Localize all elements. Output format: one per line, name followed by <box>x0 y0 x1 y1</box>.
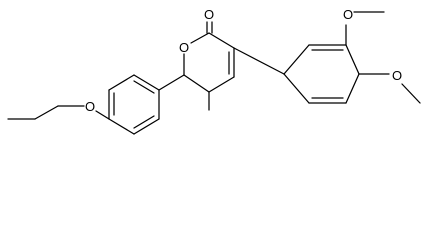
methoxy-oxygen-top-label: O <box>343 7 353 22</box>
bond-c3-aryl <box>233 47 285 75</box>
bond-c4-c4a <box>208 76 235 93</box>
bond-c8-c8a <box>108 74 135 91</box>
bond-o1-c2 <box>190 32 210 44</box>
pyranone-ring <box>158 32 235 93</box>
bond-ar3-ar4 <box>345 44 360 75</box>
carbonyl-oxygen-label: O <box>204 7 214 22</box>
methoxy-oxygen-bottom-label: O <box>392 68 402 83</box>
bond-c5-c6 <box>133 118 160 135</box>
bond-c8a-c4a <box>133 74 160 91</box>
bond-ar6-ar1 <box>283 73 310 104</box>
bond-c6-c7 <box>108 118 135 135</box>
ethoxy-oxygen-label: O <box>85 99 95 114</box>
molecule-structure-diagram: O O O O O <box>7 7 421 135</box>
ethoxy-group <box>7 105 110 120</box>
bond-ar4-ar5 <box>345 73 360 104</box>
carbonyl-group <box>206 21 213 34</box>
bond-c4a-junction <box>183 74 210 93</box>
structure-canvas: O O O O O <box>7 7 421 135</box>
bond-c5-c6-inner <box>133 115 155 129</box>
atom-labels: O O O O O <box>85 7 402 114</box>
bond-methoxy-bottom <box>401 83 421 104</box>
bond-ch2-ch3 <box>34 105 59 120</box>
bond-c7-oxygen <box>95 110 110 120</box>
bond-ar1-ar2 <box>283 44 310 75</box>
bond-c8a-c4a-inner <box>133 80 155 94</box>
molecule-bonds <box>7 11 421 135</box>
ring-oxygen-label: O <box>179 40 189 55</box>
bond-c4a-c8a-link <box>158 74 185 91</box>
bond-c2-c3 <box>208 32 235 49</box>
methoxy-groups <box>345 11 421 104</box>
benzo-ring <box>108 74 160 135</box>
dimethoxyphenyl-ring <box>233 44 360 104</box>
